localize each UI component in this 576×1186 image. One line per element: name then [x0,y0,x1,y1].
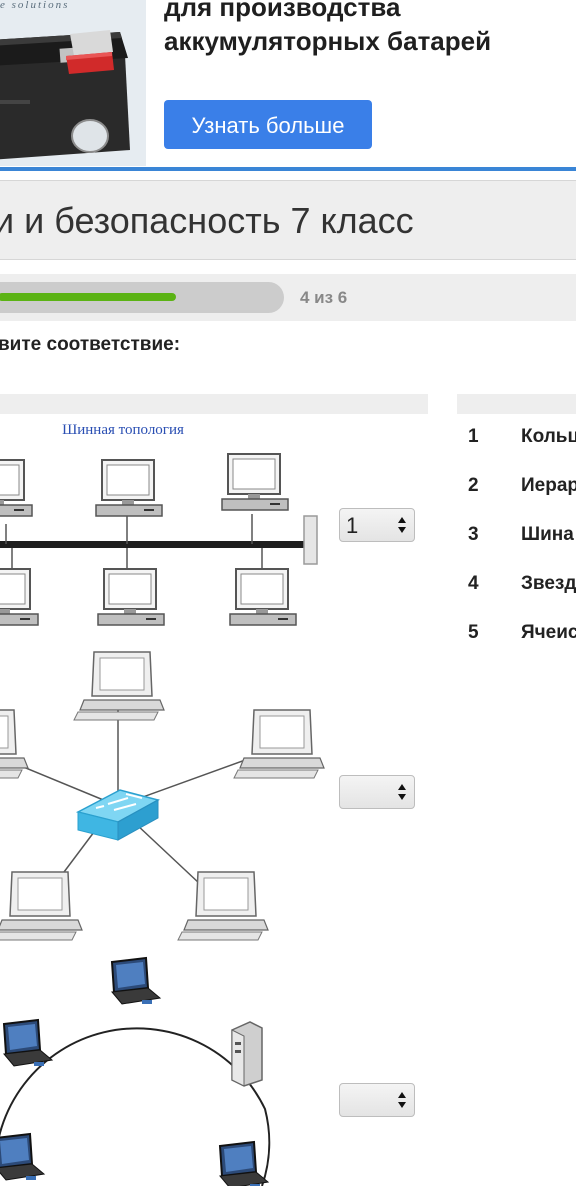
ring-topology-diagram [0,957,271,1186]
answer-text: Шина [521,524,574,545]
answer-number: 4 [468,573,479,594]
ad-battery-image[interactable]: e solutions [0,0,146,166]
progress-fill [0,293,176,301]
answer-text: Кольц [521,426,576,447]
answer-select-1[interactable]: 1 [339,508,415,542]
answer-option: 4 Звезд [457,573,576,603]
star-topology-diagram [0,651,325,941]
ad-headline-line2: аккумуляторных батарей [164,26,492,56]
answer-option: 3 Шина [457,524,576,554]
learn-more-button[interactable]: Узнать больше [164,100,372,149]
answer-option: 1 Кольц [457,426,576,456]
topology-images: Шинная топология [0,414,330,1186]
select-arrows-icon [398,517,406,533]
answer-number: 2 [468,475,479,496]
bus-topology-diagram: Шинная топология [0,422,318,626]
ad-headline-line1: для производства [164,0,401,22]
progress-row: 4 из 6 [0,274,576,321]
ad-banner[interactable]: e solutions для производства аккумулятор… [0,0,576,168]
answer-select-3[interactable] [339,1083,415,1117]
answer-text: Ячеис [521,622,576,643]
battery-icon [0,0,146,166]
select-arrows-icon [398,1092,406,1108]
answer-number: 5 [468,622,479,643]
ad-brand-text: e solutions [0,0,70,11]
ad-divider [0,167,576,171]
select-arrows-icon [398,784,406,800]
answer-text: Иерар [521,475,576,496]
test-title-bar: и и безопасность 7 класс [0,180,576,260]
answer-option: 2 Иерар [457,475,576,505]
question-instruction: вите соответствие: [0,334,181,355]
answers-column-header [457,394,576,414]
page-title: и и безопасность 7 класс [0,200,414,241]
bus-topology-caption: Шинная топология [62,422,184,438]
ad-headline[interactable]: для производства аккумуляторных батарей [164,0,564,58]
answer-option: 5 Ячеис [457,622,576,652]
progress-counter: 4 из 6 [300,288,348,307]
images-column-header [0,394,428,414]
answer-text: Звезд [521,573,576,594]
progress-bar [0,282,284,313]
select-value: 1 [346,513,359,538]
answer-select-2[interactable] [339,775,415,809]
answer-number: 1 [468,426,479,447]
answer-number: 3 [468,524,479,545]
